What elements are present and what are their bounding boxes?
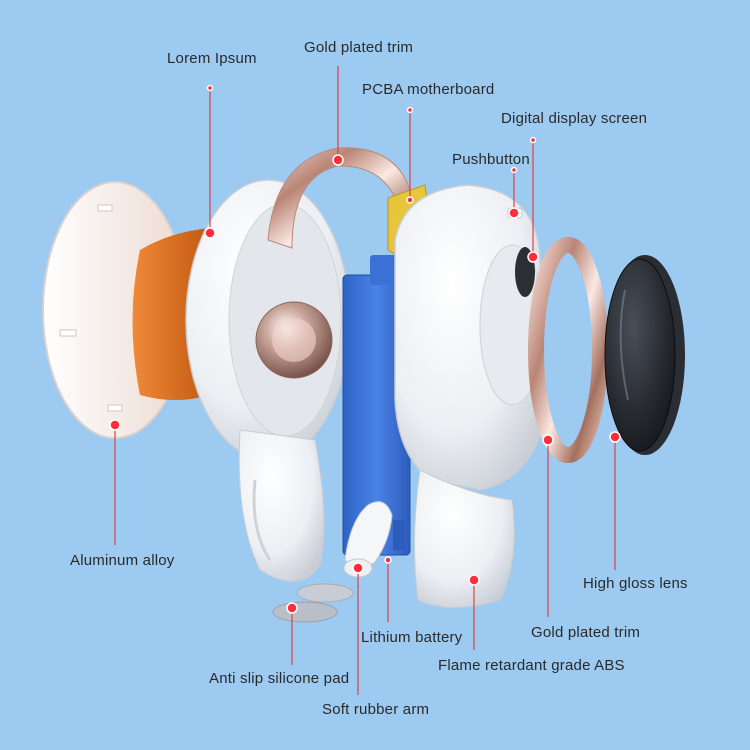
label-abs: Flame retardant grade ABS bbox=[438, 657, 625, 674]
label-rubber-arm: Soft rubber arm bbox=[322, 701, 430, 718]
label-gold-trim-bottom: Gold plated trim bbox=[531, 624, 641, 641]
gold-trim-top bbox=[255, 147, 411, 379]
marker-dots bbox=[109, 84, 621, 614]
gold-trim-right bbox=[528, 237, 608, 463]
lens bbox=[604, 255, 685, 455]
label-gold-trim-top: Gold plated trim bbox=[304, 39, 414, 56]
silicone-pads bbox=[272, 583, 354, 623]
label-display: Digital display screen bbox=[501, 110, 648, 127]
label-lorem-ipsum: Lorem Ipsum bbox=[167, 50, 257, 67]
rubber-arm bbox=[343, 501, 393, 578]
label-silicone-pad: Anti slip silicone pad bbox=[209, 670, 350, 687]
label-lens: High gloss lens bbox=[583, 575, 688, 592]
label-battery: Lithium battery bbox=[361, 629, 463, 646]
leader-lines bbox=[114, 66, 616, 695]
label-aluminum: Aluminum alloy bbox=[70, 552, 175, 569]
label-pushbutton: Pushbutton bbox=[452, 151, 530, 168]
front-shell bbox=[394, 184, 546, 608]
label-pcba: PCBA motherboard bbox=[362, 81, 495, 98]
